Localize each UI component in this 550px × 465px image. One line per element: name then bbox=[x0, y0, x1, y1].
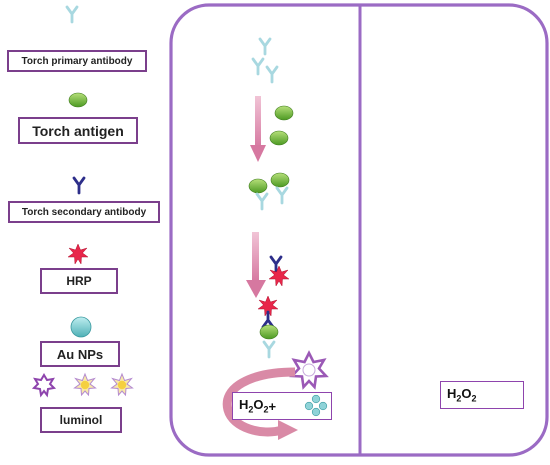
hrp-icon bbox=[268, 265, 290, 287]
reaction-box-with-au: H2O2 + bbox=[232, 392, 332, 420]
legend-au-nps-label: Au NPs bbox=[40, 341, 120, 367]
primary-antibody-icon bbox=[255, 192, 269, 211]
primary-antibody-icon bbox=[275, 186, 289, 205]
primary-antibody-icon bbox=[258, 37, 272, 56]
down-arrow-icon bbox=[250, 96, 266, 162]
legend-hrp-label: HRP bbox=[40, 268, 118, 294]
primary-antibody-icon bbox=[65, 5, 79, 24]
antigen-icon bbox=[269, 130, 289, 146]
plus-sign: + bbox=[268, 398, 277, 414]
au-np-icon bbox=[70, 316, 92, 338]
legend-luminol-label: luminol bbox=[40, 407, 122, 433]
luminol-outline-star-icon bbox=[289, 350, 329, 390]
primary-antibody-icon bbox=[262, 340, 276, 359]
left-panel-content bbox=[222, 37, 329, 440]
down-arrow-icon bbox=[246, 232, 266, 298]
reaction-box-without-au: H2O2 bbox=[440, 381, 524, 409]
hrp-icon bbox=[67, 243, 89, 265]
antigen-icon bbox=[259, 324, 279, 340]
primary-antibody-icon bbox=[251, 57, 265, 76]
luminol-yellow-star-icon bbox=[111, 373, 133, 396]
curved-arrow-icon bbox=[222, 367, 298, 440]
legend-antigen-label: Torch antigen bbox=[18, 117, 138, 144]
h2o2-label: H2O2 bbox=[239, 397, 269, 415]
antigen-icon bbox=[270, 172, 290, 188]
secondary-antibody-icon bbox=[72, 176, 86, 195]
antigen-icon bbox=[274, 105, 294, 121]
legend-secondary-antibody-label: Torch secondary antibody bbox=[8, 201, 160, 223]
primary-antibody-icon bbox=[265, 65, 279, 84]
antigen-icon bbox=[248, 178, 268, 194]
luminol-outline-star-icon bbox=[31, 373, 57, 398]
assay-panel-frame bbox=[169, 3, 549, 457]
luminol-yellow-star-icon bbox=[74, 373, 96, 396]
legend-primary-antibody-label: Torch primary antibody bbox=[7, 50, 147, 72]
antigen-icon bbox=[68, 92, 88, 108]
h2o2-label: H2O2 bbox=[447, 386, 477, 404]
